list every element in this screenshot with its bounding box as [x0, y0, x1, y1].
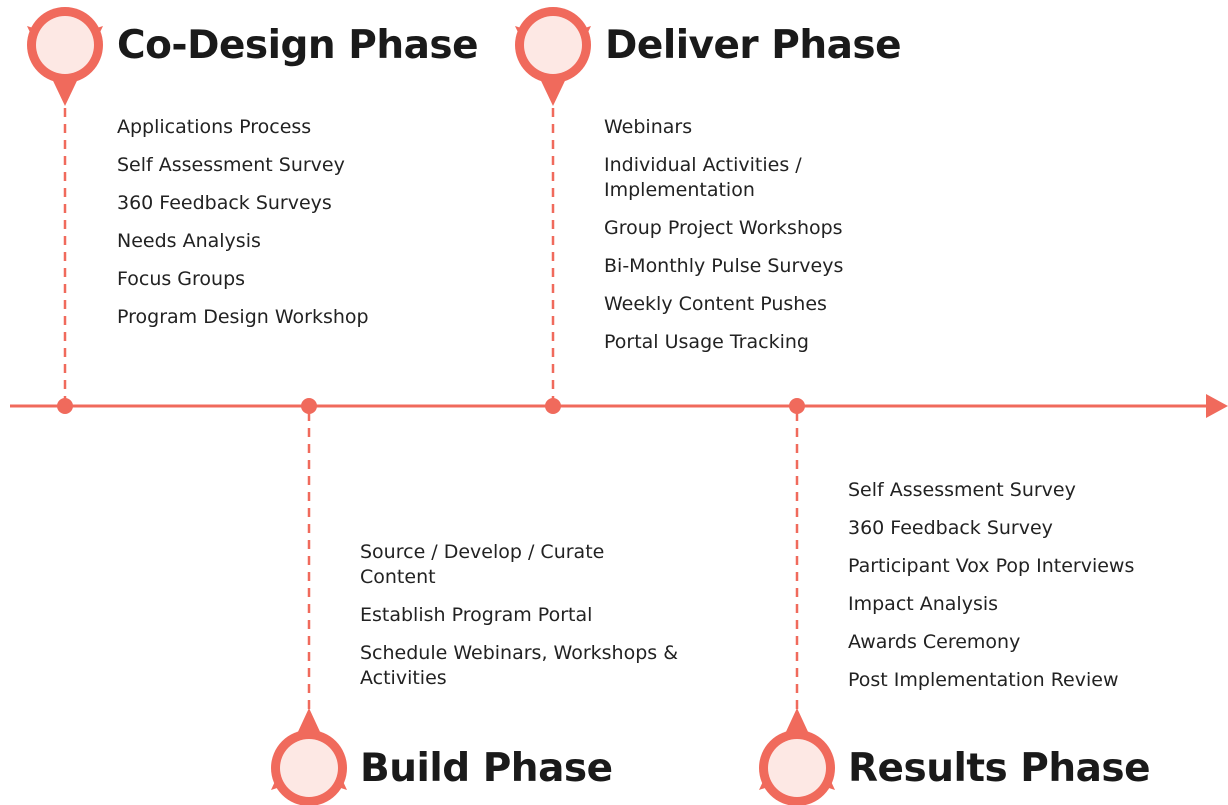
list-item: Self Assessment Survey	[848, 479, 1076, 501]
list-item: Bi-Monthly Pulse Surveys	[604, 255, 844, 277]
pin-icon-results	[759, 708, 835, 805]
list-item: Webinars	[604, 116, 693, 138]
phase-list-results: Self Assessment Survey 360 Feedback Surv…	[848, 478, 1223, 706]
list-item: 360 Feedback Surveys	[117, 192, 332, 214]
phase-list-build: Source / Develop / Curate Content Establ…	[360, 540, 680, 704]
pin-icon-build	[271, 708, 347, 805]
list-item: Post Implementation Review	[848, 669, 1119, 691]
list-item: Impact Analysis	[848, 593, 999, 615]
list-item: Awards Ceremony	[848, 631, 1021, 653]
phase-list-deliver: Webinars Individual Activities / Impleme…	[604, 115, 904, 368]
pin-icon-codesign	[27, 7, 103, 106]
phase-title-deliver: Deliver Phase	[605, 23, 902, 68]
list-item: Individual Activities / Implementation	[604, 154, 802, 201]
phase-title-build: Build Phase	[360, 746, 613, 791]
timeline-dot-build	[301, 398, 317, 414]
timeline-dot-results	[789, 398, 805, 414]
list-item: Weekly Content Pushes	[604, 293, 827, 315]
phase-title-codesign: Co-Design Phase	[117, 23, 479, 68]
list-item: Self Assessment Survey	[117, 154, 345, 176]
list-item: Schedule Webinars, Workshops & Activitie…	[360, 642, 679, 689]
list-item: 360 Feedback Survey	[848, 517, 1053, 539]
timeline-arrowhead	[1206, 394, 1228, 418]
list-item: Source / Develop / Curate Content	[360, 541, 605, 588]
list-item: Needs Analysis	[117, 230, 261, 252]
timeline-dot-deliver	[545, 398, 561, 414]
list-item: Group Project Workshops	[604, 217, 843, 239]
list-item: Establish Program Portal	[360, 604, 593, 626]
list-item: Applications Process	[117, 116, 312, 138]
phase-title-results: Results Phase	[848, 746, 1151, 791]
timeline-dot-codesign	[57, 398, 73, 414]
phase-list-codesign: Applications Process Self Assessment Sur…	[117, 115, 447, 343]
list-item: Participant Vox Pop Interviews	[848, 555, 1135, 577]
list-item: Program Design Workshop	[117, 306, 369, 328]
list-item: Portal Usage Tracking	[604, 331, 809, 353]
pin-icon-deliver	[515, 7, 591, 106]
list-item: Focus Groups	[117, 268, 246, 290]
